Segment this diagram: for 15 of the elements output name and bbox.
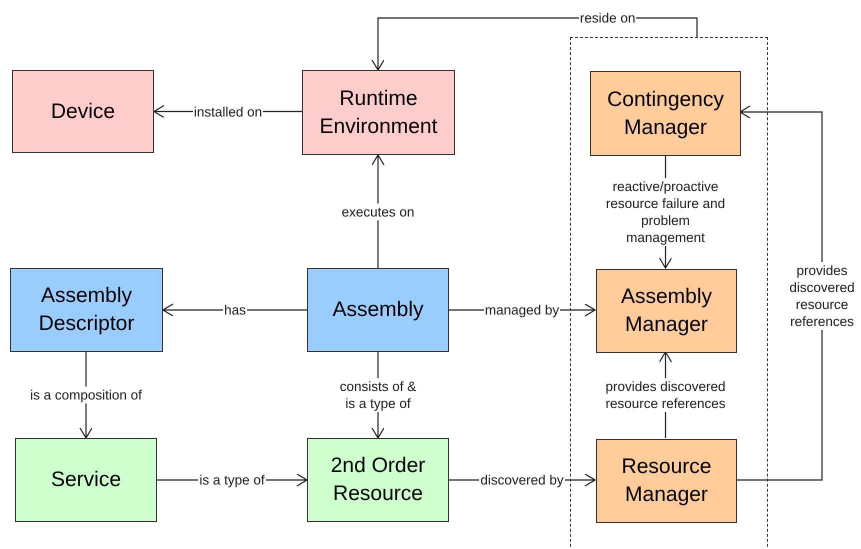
edge-label: discovered by (479, 472, 565, 488)
entity-box: Device (12, 70, 154, 153)
edge-label: is a type of (198, 472, 266, 488)
entity-box: Service (15, 438, 157, 522)
entity-box: Resource Manager (596, 439, 737, 523)
entity-box: Contingency Manager (590, 71, 741, 156)
arrow (162, 303, 307, 317)
edge-label: executes on (340, 203, 416, 220)
edge-label: is a composition of (29, 386, 143, 404)
entity-box: Assembly Descriptor (10, 268, 163, 352)
entity-box: Assembly (307, 268, 449, 352)
edge-label: managed by (484, 302, 560, 318)
entity-box: Runtime Environment (302, 70, 455, 155)
entity-box: Assembly Manager (596, 269, 737, 353)
entity-box: 2nd Order Resource (307, 438, 449, 522)
